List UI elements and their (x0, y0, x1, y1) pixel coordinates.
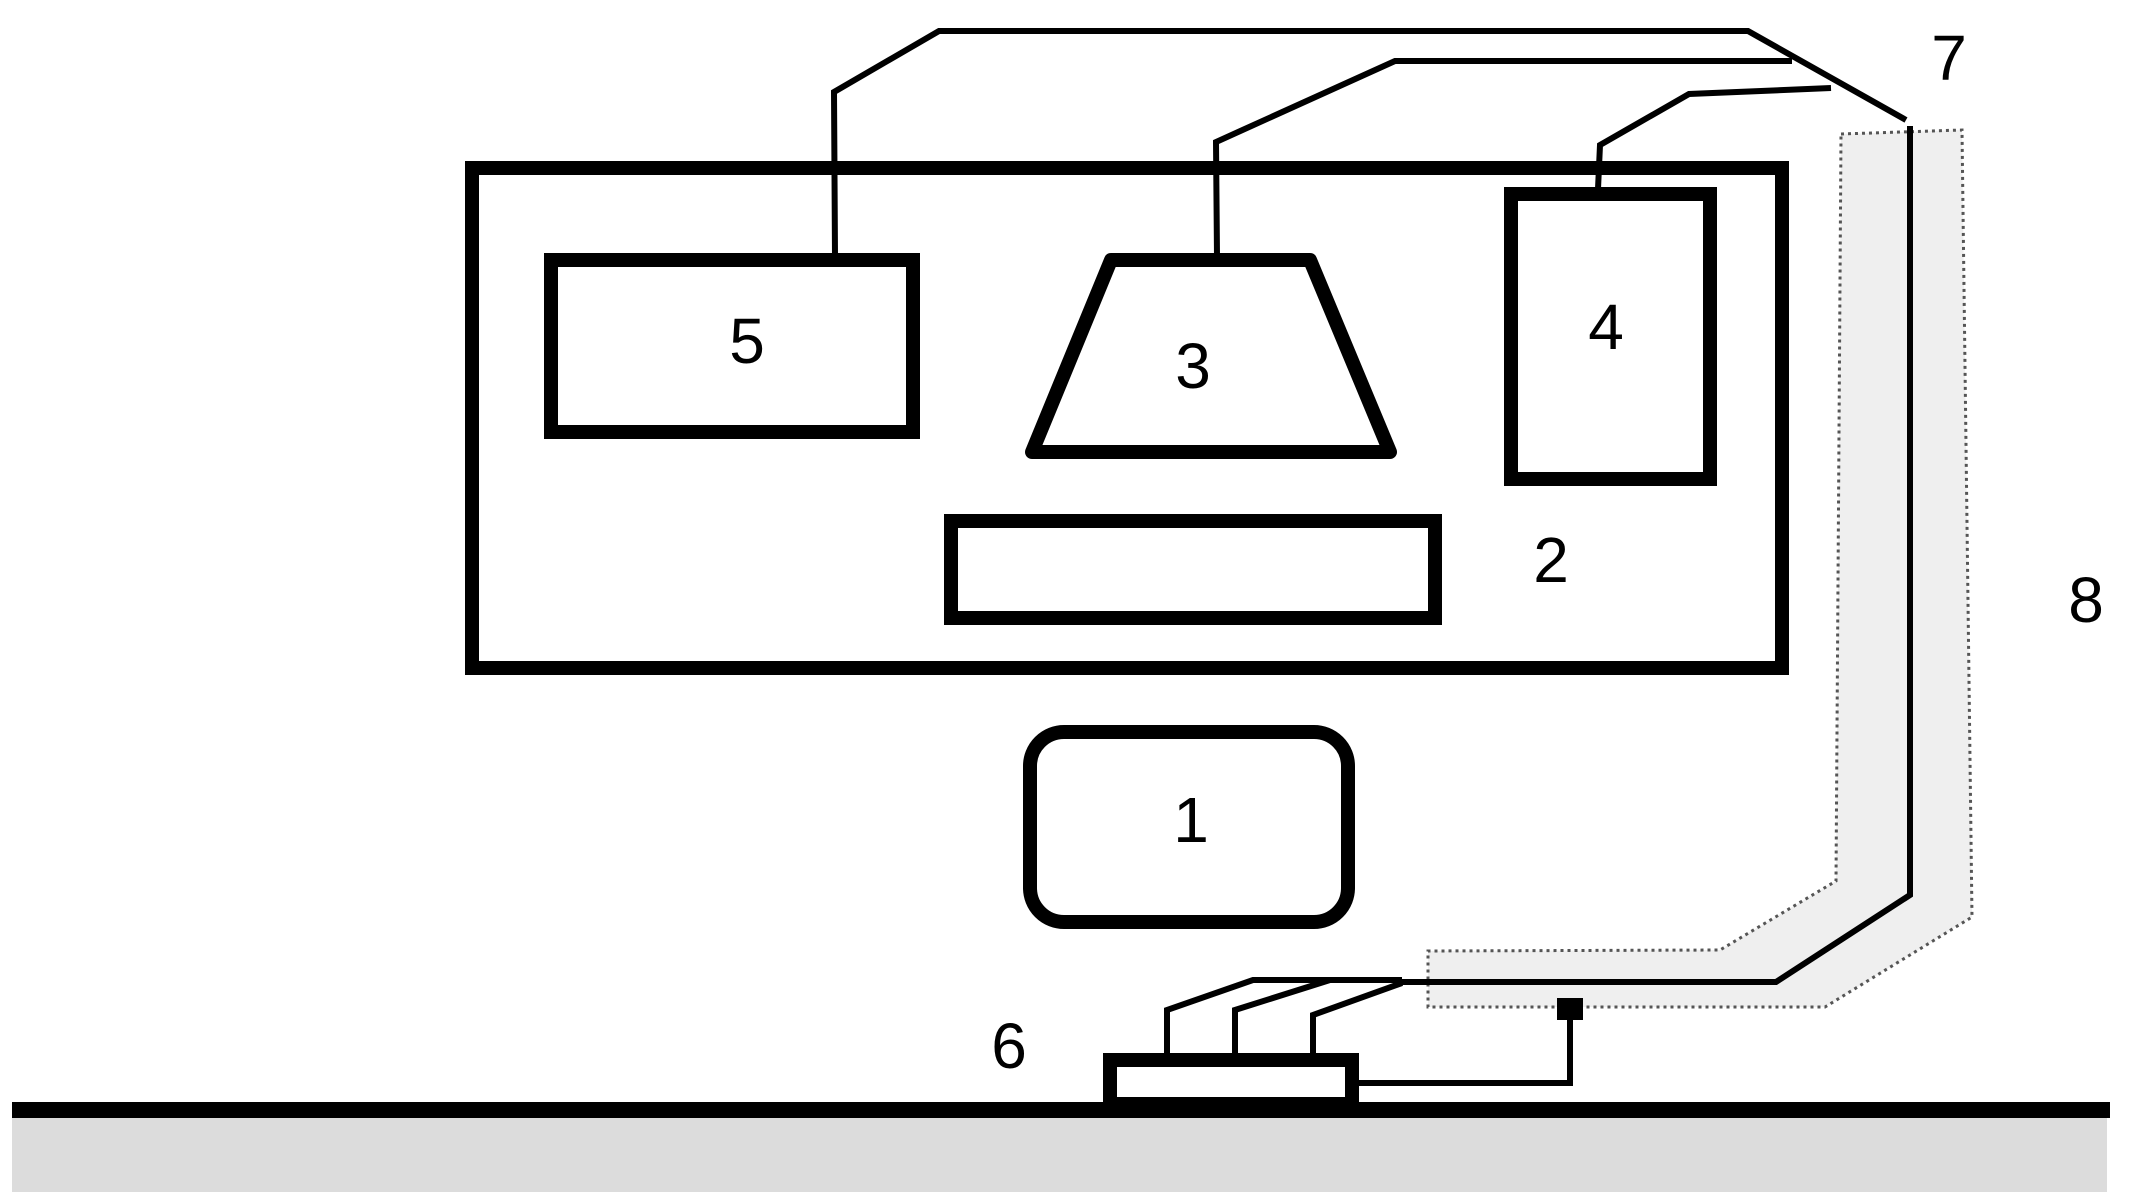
component-2-bar (944, 514, 1442, 625)
component-4-box (1504, 187, 1717, 486)
ground-wire (1358, 1006, 1573, 1086)
component-3-trapezoid (1025, 253, 1397, 459)
enclosure-box (465, 161, 1789, 675)
label-7: 7 (1931, 22, 1967, 94)
label-2: 2 (1533, 524, 1569, 596)
label-6: 6 (991, 1010, 1027, 1082)
label-3: 3 (1175, 330, 1211, 402)
wire-to-component-5 (830, 28, 1908, 257)
main-cable (1402, 126, 1913, 985)
label-1: 1 (1173, 784, 1209, 856)
component-1-box (1023, 725, 1355, 929)
component-6-base (1103, 1053, 1359, 1111)
terminal-block (1557, 998, 1583, 1020)
ground-fill (12, 1112, 2107, 1192)
connector-lead-middle (1232, 977, 1331, 1063)
label-8: 8 (2068, 564, 2104, 636)
label-5: 5 (729, 305, 765, 377)
label-4: 4 (1588, 291, 1624, 363)
component-5-box (544, 253, 920, 439)
wire-to-component-4 (1595, 85, 1832, 190)
cable-channel-8 (1426, 128, 1974, 1009)
wire-to-component-3 (1212, 58, 1792, 258)
connector-lead-right (1310, 980, 1404, 1063)
